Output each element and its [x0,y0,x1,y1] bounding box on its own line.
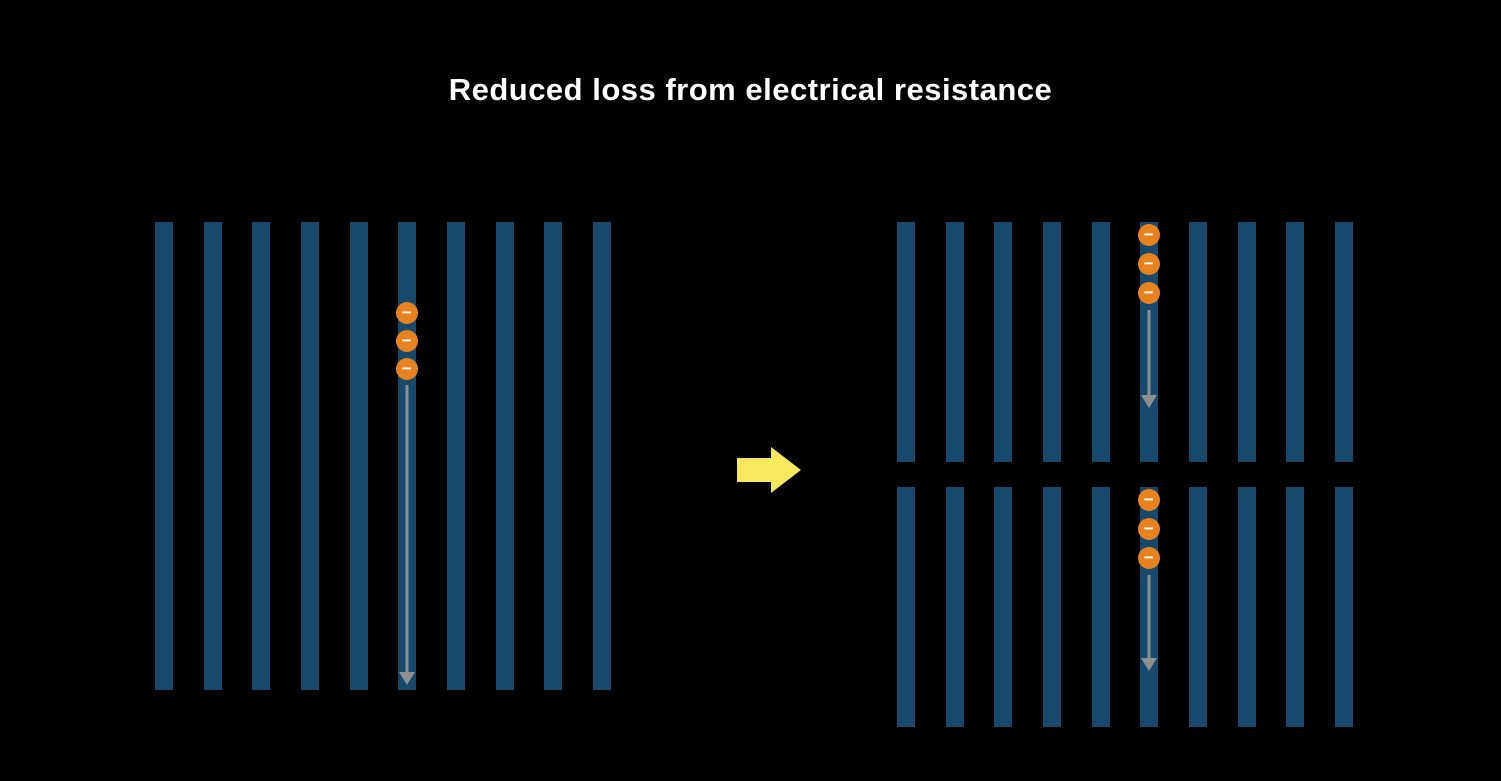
cell-bar [349,222,368,690]
right-arrow-head [771,447,801,493]
cell-bar [945,222,964,462]
electron-icon: − [1137,282,1160,304]
cell-bar [1042,222,1061,462]
cell-bar [945,487,964,727]
cell-bar [1188,487,1207,727]
flow-arrow-line [1147,310,1151,396]
cell-bar [300,222,319,690]
diagram-title: Reduced loss from electrical resistance [448,72,1053,107]
right-arrow-shaft [737,458,771,482]
electron-icon: − [1137,253,1160,275]
cell-bar [1091,222,1110,462]
electron-icon: − [395,302,418,324]
cell-bar [155,222,173,690]
flow-arrow-line [405,385,409,673]
cell-bar [994,222,1013,462]
bar-group [897,487,1353,727]
flow-arrow-head [1140,658,1157,671]
cell-bar [1286,222,1305,462]
cell-bar [446,222,465,690]
half-cell-bottom-panel: − − − [897,487,1353,727]
right-arrow-icon [737,447,801,493]
electron-icon: − [1137,547,1160,569]
electron-icon: − [1137,489,1160,511]
cell-bar [252,222,271,690]
full-cell-panel: − − − [155,222,611,690]
cell-bar [1237,222,1256,462]
electron-icon: − [1137,518,1160,540]
cell-bar [1188,222,1207,462]
cell-bar [1091,487,1110,727]
cell-bar [1334,487,1353,727]
electron-icon: − [395,358,418,380]
bar-group [897,222,1353,462]
cell-bar [592,222,611,690]
bar-group [155,222,611,690]
flow-arrow-head [1140,395,1157,408]
cell-bar [495,222,514,690]
cell-bar [203,222,222,690]
flow-arrow-line [1147,575,1151,659]
cell-bar [897,222,915,462]
cell-bar [1286,487,1305,727]
cell-bar [1237,487,1256,727]
half-cell-top-panel: − − − [897,222,1353,462]
cell-bar [994,487,1013,727]
cell-bar [544,222,563,690]
cell-bar [1334,222,1353,462]
electron-icon: − [1137,224,1160,246]
cell-bar [1042,487,1061,727]
flow-arrow-head [398,672,415,685]
cell-bar [897,487,915,727]
electron-icon: − [395,330,418,352]
